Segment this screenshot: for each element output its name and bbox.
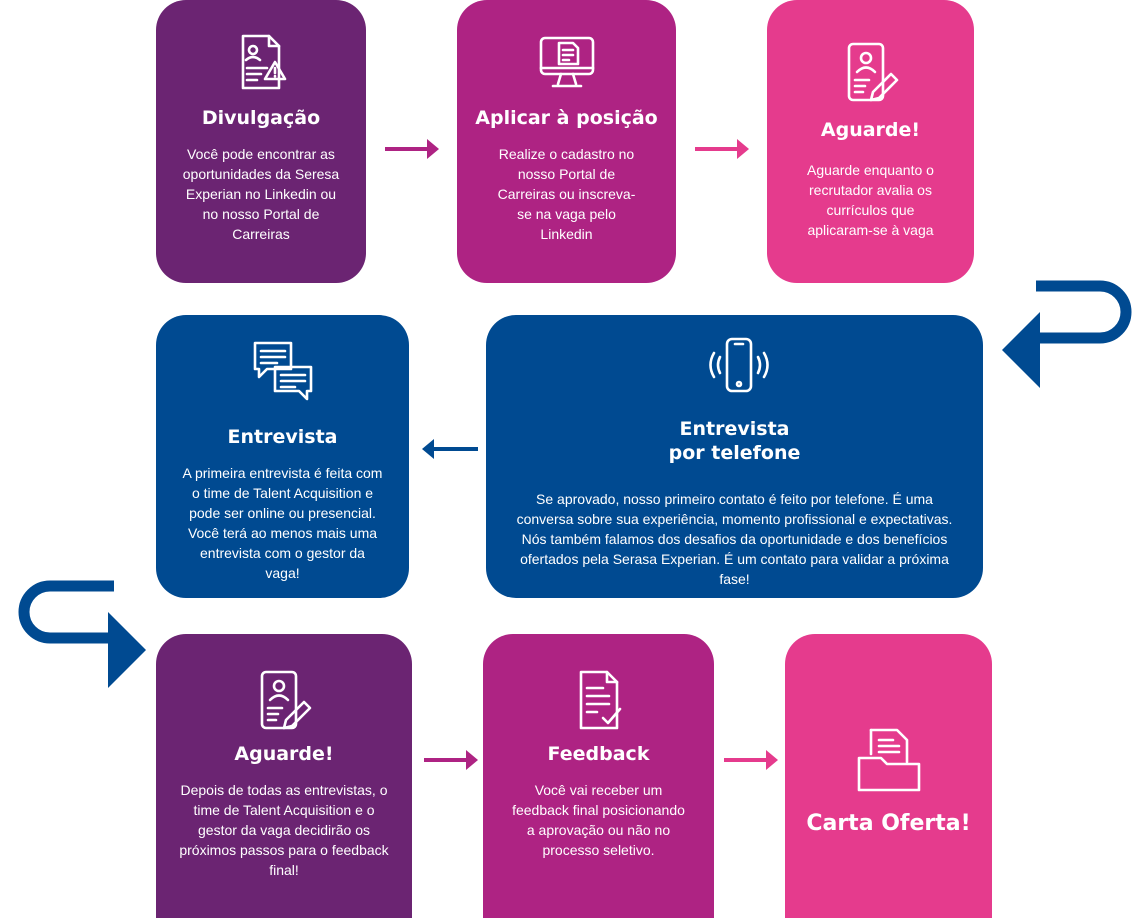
step-description: Depois de todas as entrevistas, o time d… bbox=[179, 782, 389, 878]
arrow-right-icon bbox=[383, 136, 441, 162]
step-description: Se aprovado, nosso primeiro contato é fe… bbox=[516, 491, 953, 587]
step-title-line: por telefone bbox=[668, 442, 801, 464]
document-warning-icon bbox=[229, 30, 293, 94]
step-description: Aguarde enquanto o recrutador avalia os … bbox=[807, 162, 934, 238]
step-description: Realize o cadastro no nosso Portal de Ca… bbox=[497, 146, 636, 242]
arrow-right-icon bbox=[722, 747, 780, 773]
step-aguarde-1: Aguarde! Aguarde enquanto o recrutador a… bbox=[767, 0, 974, 283]
step-title: Feedback bbox=[547, 743, 650, 765]
arrow-right-icon bbox=[693, 136, 751, 162]
step-title: Aplicar à posição bbox=[475, 107, 658, 129]
resume-pen-icon bbox=[839, 40, 903, 104]
step-description: A primeira entrevista é feita com o time… bbox=[182, 465, 383, 581]
step-title: Aguarde! bbox=[234, 743, 334, 765]
arrow-left-icon bbox=[420, 437, 480, 461]
chat-bubbles-icon bbox=[251, 337, 315, 401]
arrow-right-icon bbox=[422, 747, 480, 773]
step-title: Divulgação bbox=[201, 107, 321, 129]
step-title: Entrevista bbox=[227, 426, 338, 448]
step-entrevista-telefone: Entrevista por telefone Se aprovado, nos… bbox=[486, 315, 983, 598]
step-divulgacao: Divulgação Você pode encontrar as oportu… bbox=[156, 0, 366, 283]
step-aguarde-2: Aguarde! Depois de todas as entrevistas,… bbox=[156, 634, 412, 918]
step-title: Carta Oferta! bbox=[806, 811, 971, 836]
step-entrevista: Entrevista A primeira entrevista é feita… bbox=[156, 315, 409, 598]
return-arrow-icon bbox=[12, 578, 152, 690]
return-arrow-icon bbox=[1000, 278, 1135, 393]
step-feedback: Feedback Você vai receber um feedback fi… bbox=[483, 634, 714, 918]
step-carta-oferta: Carta Oferta! bbox=[785, 634, 992, 918]
resume-pen-icon bbox=[252, 668, 316, 732]
step-description: Você pode encontrar as oportunidades da … bbox=[182, 146, 340, 242]
step-description: Você vai receber um feedback final posic… bbox=[512, 782, 685, 858]
step-title: Entrevista por telefone bbox=[669, 417, 801, 465]
step-aplicar: Aplicar à posição Realize o cadastro no … bbox=[457, 0, 676, 283]
monitor-document-icon bbox=[535, 30, 599, 94]
folder-document-icon bbox=[853, 724, 925, 796]
step-title-line: Entrevista bbox=[679, 418, 790, 440]
document-check-icon bbox=[567, 668, 631, 732]
phone-ringing-icon bbox=[703, 335, 769, 399]
step-title: Aguarde! bbox=[820, 119, 921, 141]
